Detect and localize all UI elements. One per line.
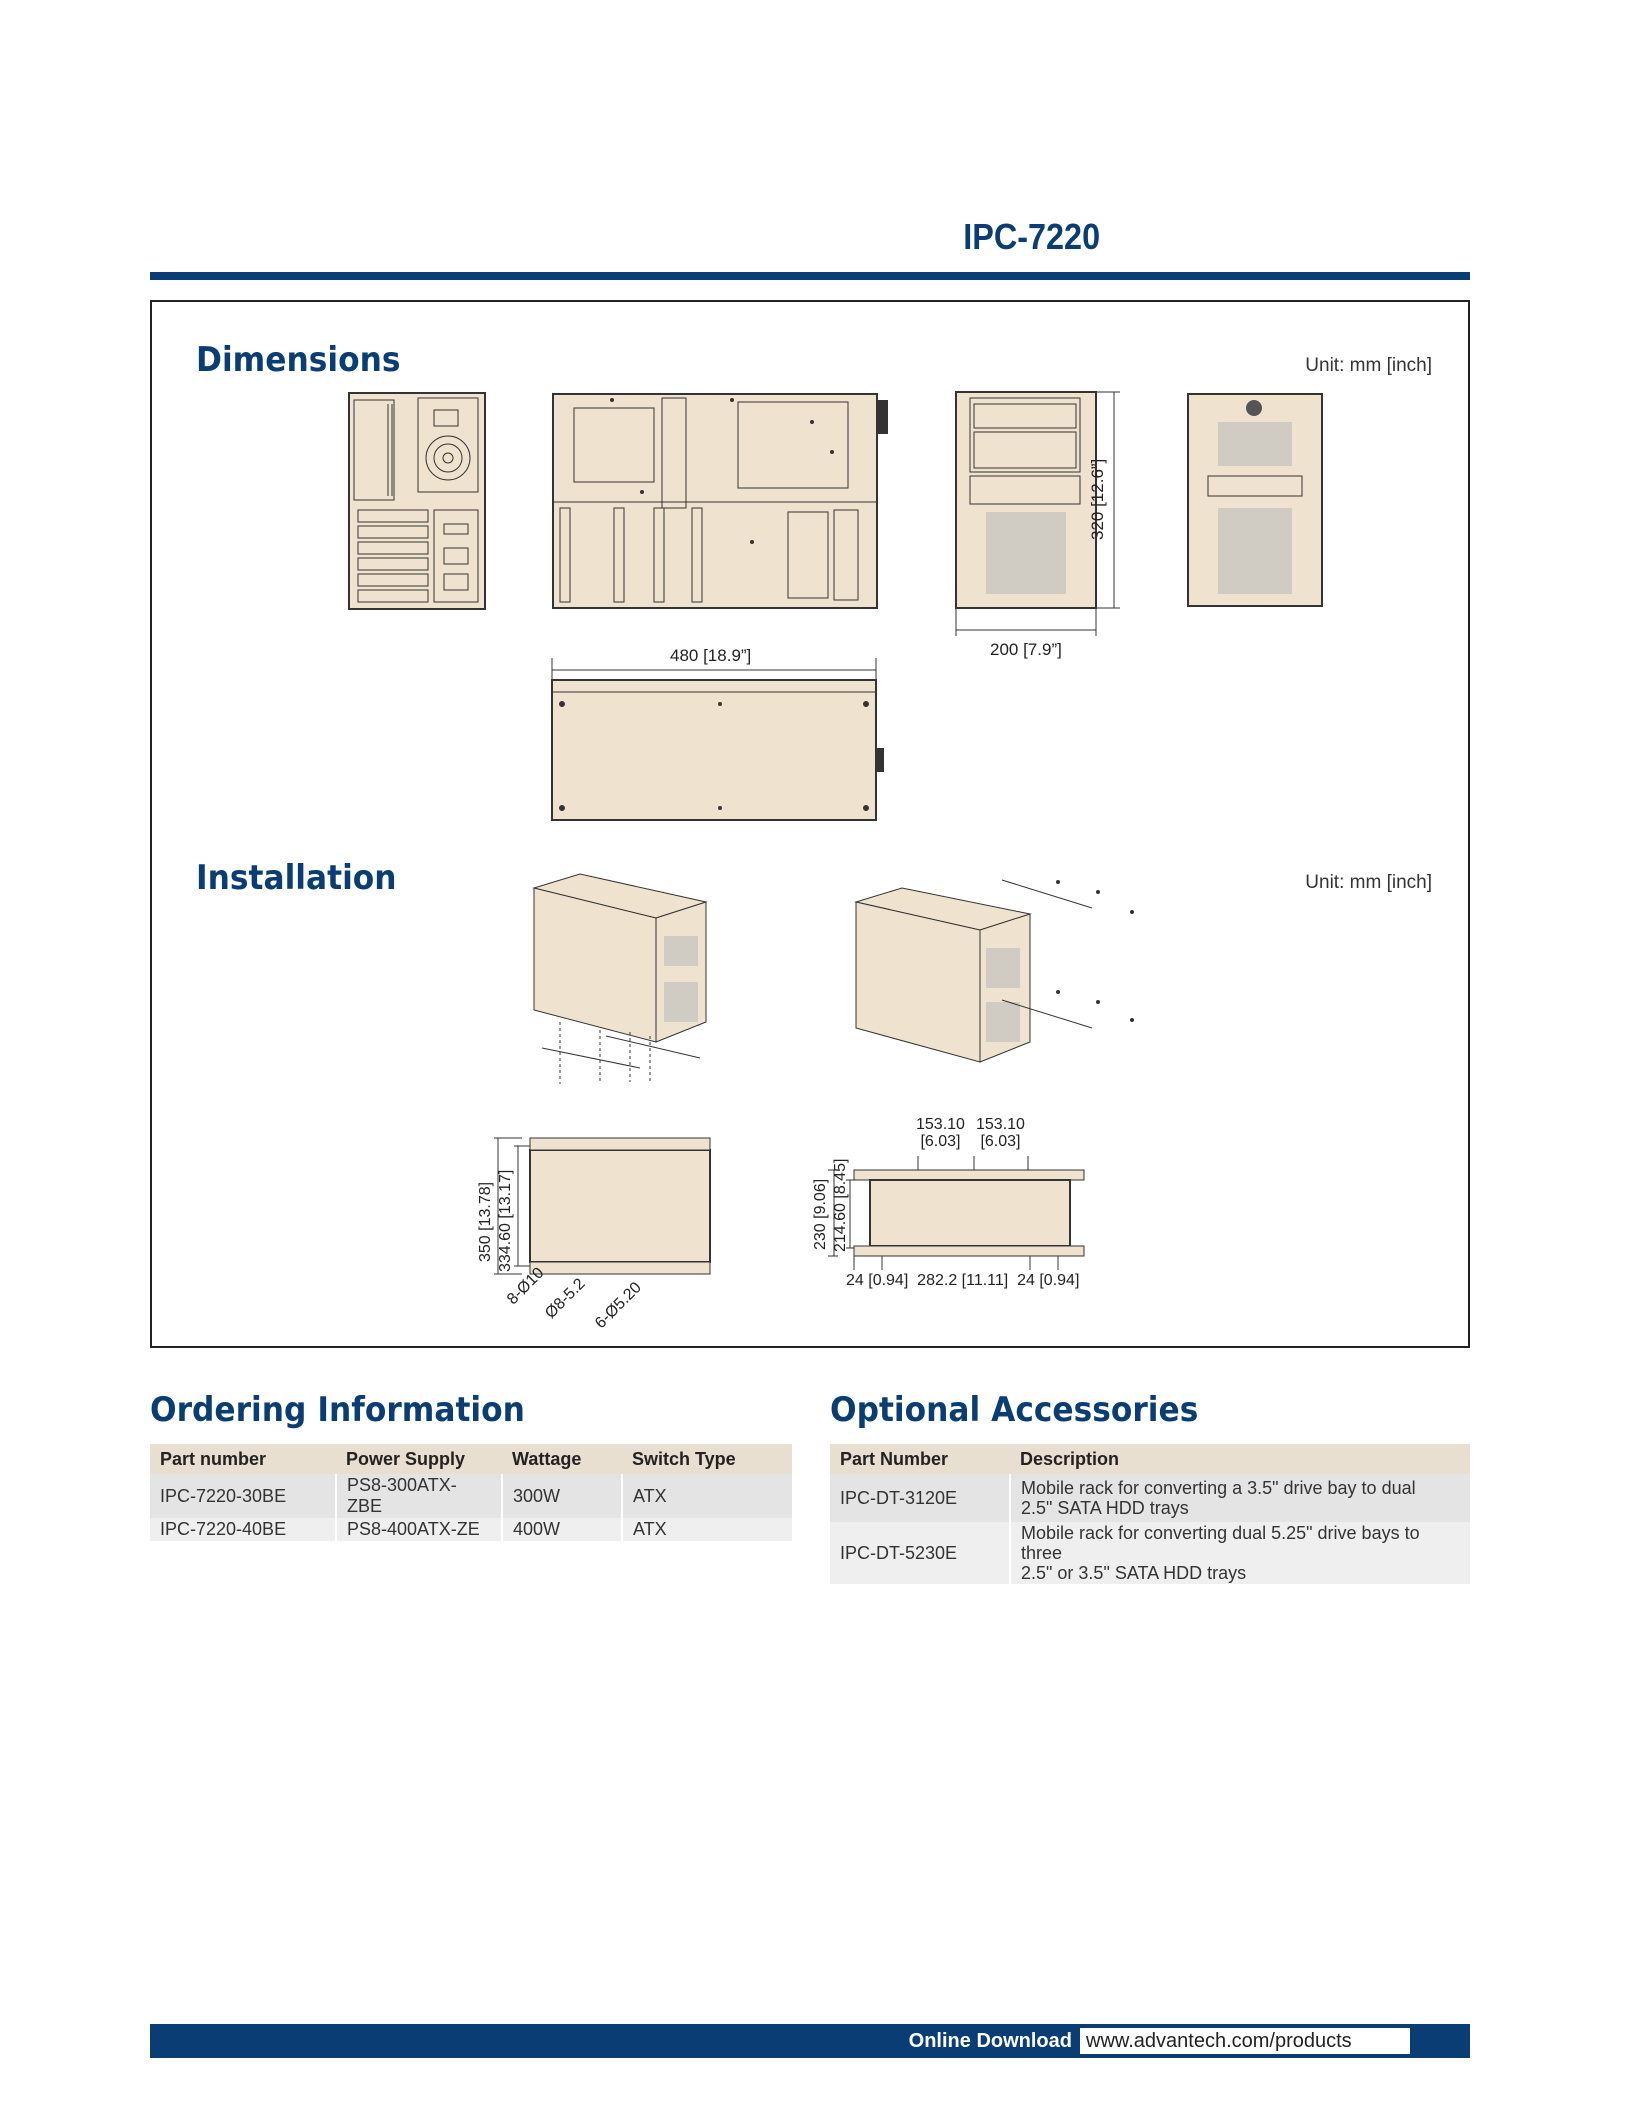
dim-width-label: 200 [7.9”] [990, 640, 1062, 659]
install-top1-label: 153.10[6.03] [916, 1116, 965, 1150]
install-side-plan-drawing [828, 1156, 1085, 1270]
table-row: IPC-DT-5230E Mobile rack for converting … [830, 1522, 1470, 1584]
online-download-label: Online Download [908, 2030, 1072, 2052]
accessories-col-part: Part Number [830, 1444, 1010, 1474]
install-side-mount-drawing [854, 879, 1134, 1063]
dimensions-heading: Dimensions [196, 340, 401, 380]
table-row: IPC-7220-30BE PS8-300ATX-ZBE 300W ATX [150, 1474, 792, 1518]
dimensions-panel [150, 300, 1470, 1348]
install-v230-label: 230 [9.06] [812, 1178, 829, 1250]
ordering-col-switch: Switch Type [622, 1444, 792, 1474]
ordering-col-wattage: Wattage [502, 1444, 622, 1474]
accessories-heading: Optional Accessories [830, 1390, 1199, 1430]
ordering-cell: 400W [502, 1518, 623, 1541]
dim-depth-label: 480 [18.9”] [670, 646, 752, 666]
accessories-col-description: Description [1010, 1444, 1470, 1474]
rear-view-drawing [348, 392, 486, 610]
install-bottom-dims: 24 [0.94] 282.2 [11.11] 24 [0.94] [846, 1272, 1080, 1289]
installation-unit: Unit: mm [inch] [1305, 872, 1432, 893]
ordering-heading: Ordering Information [150, 1390, 525, 1430]
ordering-cell: 300W [502, 1474, 623, 1518]
ordering-col-power: Power Supply [336, 1444, 502, 1474]
accessory-part: IPC-DT-5230E [830, 1522, 1011, 1584]
install-bottom-plan-drawing [494, 1137, 711, 1275]
front-door-drawing [1187, 393, 1323, 607]
table-row: IPC-7220-40BE PS8-400ATX-ZE 400W ATX [150, 1518, 792, 1541]
table-row: IPC-DT-3120E Mobile rack for converting … [830, 1474, 1470, 1522]
front-view-drawing [955, 391, 1120, 636]
ordering-cell: ATX [622, 1518, 792, 1541]
top-view-drawing [551, 658, 884, 821]
accessory-part: IPC-DT-3120E [830, 1474, 1011, 1522]
download-url-link[interactable]: www.advantech.com/products [1080, 2028, 1410, 2054]
installation-heading: Installation [196, 858, 397, 898]
accessories-header-row: Part Number Description [830, 1444, 1470, 1474]
ordering-cell: IPC-7220-40BE [150, 1518, 337, 1541]
ordering-cell: ATX [622, 1474, 792, 1518]
install-h334-label: 334.60 [13.17] [497, 1169, 514, 1272]
ordering-header-row: Part number Power Supply Wattage Switch … [150, 1444, 792, 1474]
accessories-table: Part Number Description IPC-DT-3120E Mob… [830, 1444, 1470, 1584]
ordering-col-part: Part number [150, 1444, 336, 1474]
dim-height-label: 320 [12.6”] [1088, 458, 1107, 540]
ordering-table: Part number Power Supply Wattage Switch … [150, 1444, 792, 1541]
accessory-description: Mobile rack for converting dual 5.25" dr… [1010, 1522, 1470, 1584]
install-bottom-mount-drawing [532, 873, 708, 1084]
top-rule [150, 272, 1470, 280]
ordering-cell: PS8-300ATX-ZBE [336, 1474, 503, 1518]
install-top2-label: 153.10[6.03] [976, 1116, 1025, 1150]
install-v214-label: 214.60 [8.45] [832, 1158, 849, 1252]
accessory-description: Mobile rack for converting a 3.5" drive … [1010, 1474, 1470, 1522]
dimensions-unit: Unit: mm [inch] [1305, 355, 1432, 376]
ordering-cell: PS8-400ATX-ZE [336, 1518, 503, 1541]
product-title: IPC-7220 [963, 216, 1100, 257]
side-view-drawing [552, 393, 888, 609]
ordering-cell: IPC-7220-30BE [150, 1474, 337, 1518]
install-h350-label: 350 [13.78] [477, 1181, 494, 1262]
